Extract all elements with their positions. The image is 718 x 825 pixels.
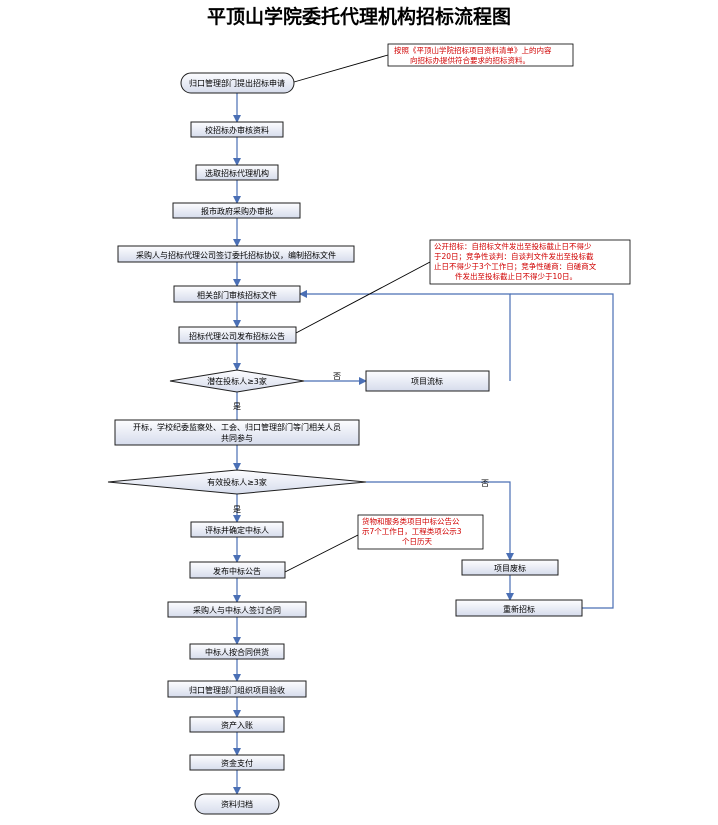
svg-text:止日不得少于3个工作日；竞争性磋商：自磋商文: 止日不得少于3个工作日；竞争性磋商：自磋商文 [434, 261, 597, 271]
svg-text:有效投标人≥3家: 有效投标人≥3家 [207, 477, 267, 487]
svg-text:项目废标: 项目废标 [494, 563, 526, 573]
decision-valid-bidders: 有效投标人≥3家 [107, 469, 367, 495]
node-publish-tender-notice: 招标代理公司发布招标公告 [178, 326, 297, 344]
node-review-tender-docs: 相关部门审核招标文件 [173, 285, 301, 303]
svg-text:采购人与招标代理公司签订委托招标协议，编制招标文件: 采购人与招标代理公司签订委托招标协议，编制招标文件 [136, 250, 336, 260]
svg-text:采购人与中标人签订合同: 采购人与中标人签订合同 [193, 605, 281, 615]
node-bid-abandoned: 项目废标 [461, 559, 559, 576]
svg-text:货物和服务类项目中标公告公: 货物和服务类项目中标公告公 [362, 516, 460, 526]
node-asset-entry: 资产入账 [189, 716, 285, 733]
svg-text:报市政府采购办审批: 报市政府采购办审批 [201, 206, 273, 216]
svg-text:个日历天: 个日历天 [402, 537, 432, 546]
decision-potential-bidders: 潜在投标人≥3家 [169, 369, 305, 393]
svg-text:项目流标: 项目流标 [411, 376, 443, 386]
node-submit-application: 归口管理部门提出招标申请 [180, 72, 295, 94]
svg-text:相关部门审核招标文件: 相关部门审核招标文件 [197, 290, 277, 300]
svg-text:资金支付: 资金支付 [221, 758, 253, 768]
svg-text:发布中标公告: 发布中标公告 [213, 566, 261, 576]
svg-text:归口管理部门提出招标申请: 归口管理部门提出招标申请 [189, 78, 285, 88]
label-yes-valid: 是 [233, 505, 241, 514]
callout-leaders [284, 54, 431, 573]
svg-text:开标，学校纪委监察处、工会、归口管理部门等门相关人员: 开标，学校纪委监察处、工会、归口管理部门等门相关人员 [133, 422, 341, 432]
node-review-materials: 校招标办审核资料 [190, 121, 284, 138]
node-publish-award-notice: 发布中标公告 [189, 561, 286, 579]
svg-text:招标代理公司发布招标公告: 招标代理公司发布招标公告 [189, 331, 285, 341]
svg-text:示7个工作日，工程类项公示3: 示7个工作日，工程类项公示3 [362, 526, 462, 536]
note-materials-list: 按照《平顶山学院招标项目资料清单》上的内容 向招标办提供符合要求的招标资料。 [387, 43, 574, 67]
svg-text:资产入账: 资产入账 [221, 720, 253, 730]
node-select-agency: 选取招标代理机构 [195, 164, 279, 181]
label-yes-potential: 是 [233, 402, 241, 411]
svg-text:件发出至投标截止日不得少于10日。: 件发出至投标截止日不得少于10日。 [455, 271, 577, 281]
svg-text:于20日；竞争性谈判：自谈判文件发出至投标截: 于20日；竞争性谈判：自谈判文件发出至投标截 [434, 251, 594, 261]
node-payment: 资金支付 [189, 754, 285, 771]
svg-text:资料归档: 资料归档 [221, 799, 253, 809]
node-sign-agreement: 采购人与招标代理公司签订委托招标协议，编制招标文件 [117, 245, 355, 263]
svg-text:归口管理部门组织项目验收: 归口管理部门组织项目验收 [189, 685, 285, 695]
node-archive: 资料归档 [194, 793, 280, 815]
svg-text:选取招标代理机构: 选取招标代理机构 [205, 168, 269, 178]
svg-text:校招标办审核资料: 校招标办审核资料 [205, 125, 269, 135]
svg-text:潜在投标人≥3家: 潜在投标人≥3家 [207, 376, 267, 386]
svg-text:重新招标: 重新招标 [503, 604, 535, 614]
node-sign-contract: 采购人与中标人签订合同 [167, 601, 307, 618]
page-title: 平顶山学院委托代理机构招标流程图 [206, 6, 511, 28]
svg-text:中标人按合同供货: 中标人按合同供货 [205, 647, 269, 657]
node-report-approval: 报市政府采购办审批 [172, 202, 301, 219]
svg-text:共同参与: 共同参与 [221, 433, 253, 443]
node-acceptance: 归口管理部门组织项目验收 [167, 680, 307, 698]
label-no-potential: 否 [333, 372, 341, 381]
note-tender-deadlines: 公开招标：自招标文件发出至投标截止日不得少 于20日；竞争性谈判：自谈判文件发出… [429, 239, 631, 285]
node-retender: 重新招标 [455, 599, 583, 617]
svg-text:公开招标：自招标文件发出至投标截止日不得少: 公开招标：自招标文件发出至投标截止日不得少 [434, 241, 592, 251]
node-bid-opening: 开标，学校纪委监察处、工会、归口管理部门等门相关人员 共同参与 [114, 419, 360, 446]
svg-text:评标并确定中标人: 评标并确定中标人 [205, 525, 269, 535]
svg-text:向招标办提供符合要求的招标资料。: 向招标办提供符合要求的招标资料。 [410, 55, 530, 65]
branch-connectors [299, 290, 614, 609]
node-project-failed-bid: 项目流标 [365, 370, 490, 392]
label-no-valid: 否 [481, 479, 489, 488]
svg-text:按照《平顶山学院招标项目资料清单》上的内容: 按照《平顶山学院招标项目资料清单》上的内容 [394, 45, 552, 55]
note-award-publicity: 货物和服务类项目中标公告公 示7个工作日，工程类项公示3 个日历天 [357, 514, 484, 550]
node-supply-goods: 中标人按合同供货 [189, 643, 285, 660]
node-evaluate-award: 评标并确定中标人 [190, 521, 284, 538]
